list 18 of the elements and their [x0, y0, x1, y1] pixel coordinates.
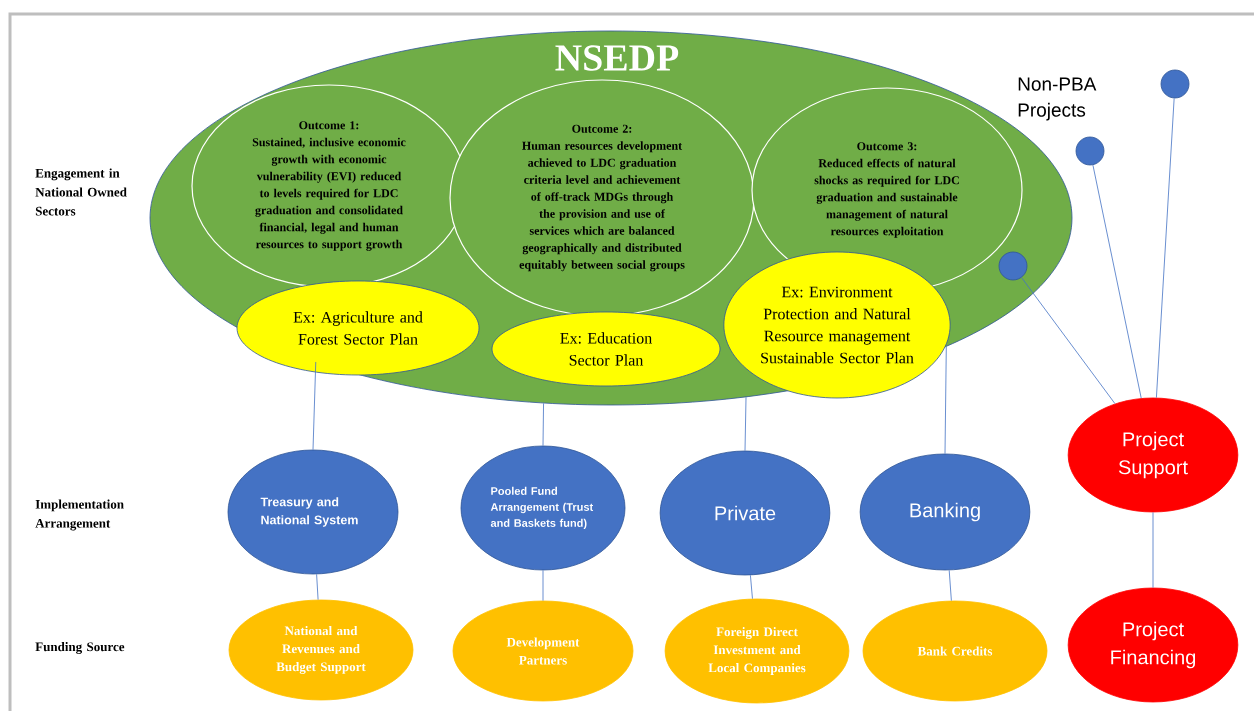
connector-line	[542, 570, 544, 601]
row-label: Funding Source	[35, 642, 125, 654]
connector-line	[948, 569, 952, 602]
connector-line	[1156, 97, 1175, 399]
row-label: Implementation Arrangement	[35, 499, 124, 531]
connector-line	[1021, 277, 1116, 405]
project-circle	[998, 251, 1028, 281]
connector-line	[1152, 512, 1154, 588]
connector-line	[944, 346, 947, 454]
connector-line	[542, 402, 544, 446]
connector-line	[312, 361, 317, 450]
project-circle	[1160, 69, 1190, 99]
connector-line	[744, 396, 747, 451]
connector-line	[316, 573, 319, 600]
project-circle	[1075, 136, 1105, 166]
connector-line	[750, 574, 753, 600]
connector-line	[1092, 164, 1142, 399]
row-label: Engagement in National Owned Sectors	[35, 168, 127, 216]
